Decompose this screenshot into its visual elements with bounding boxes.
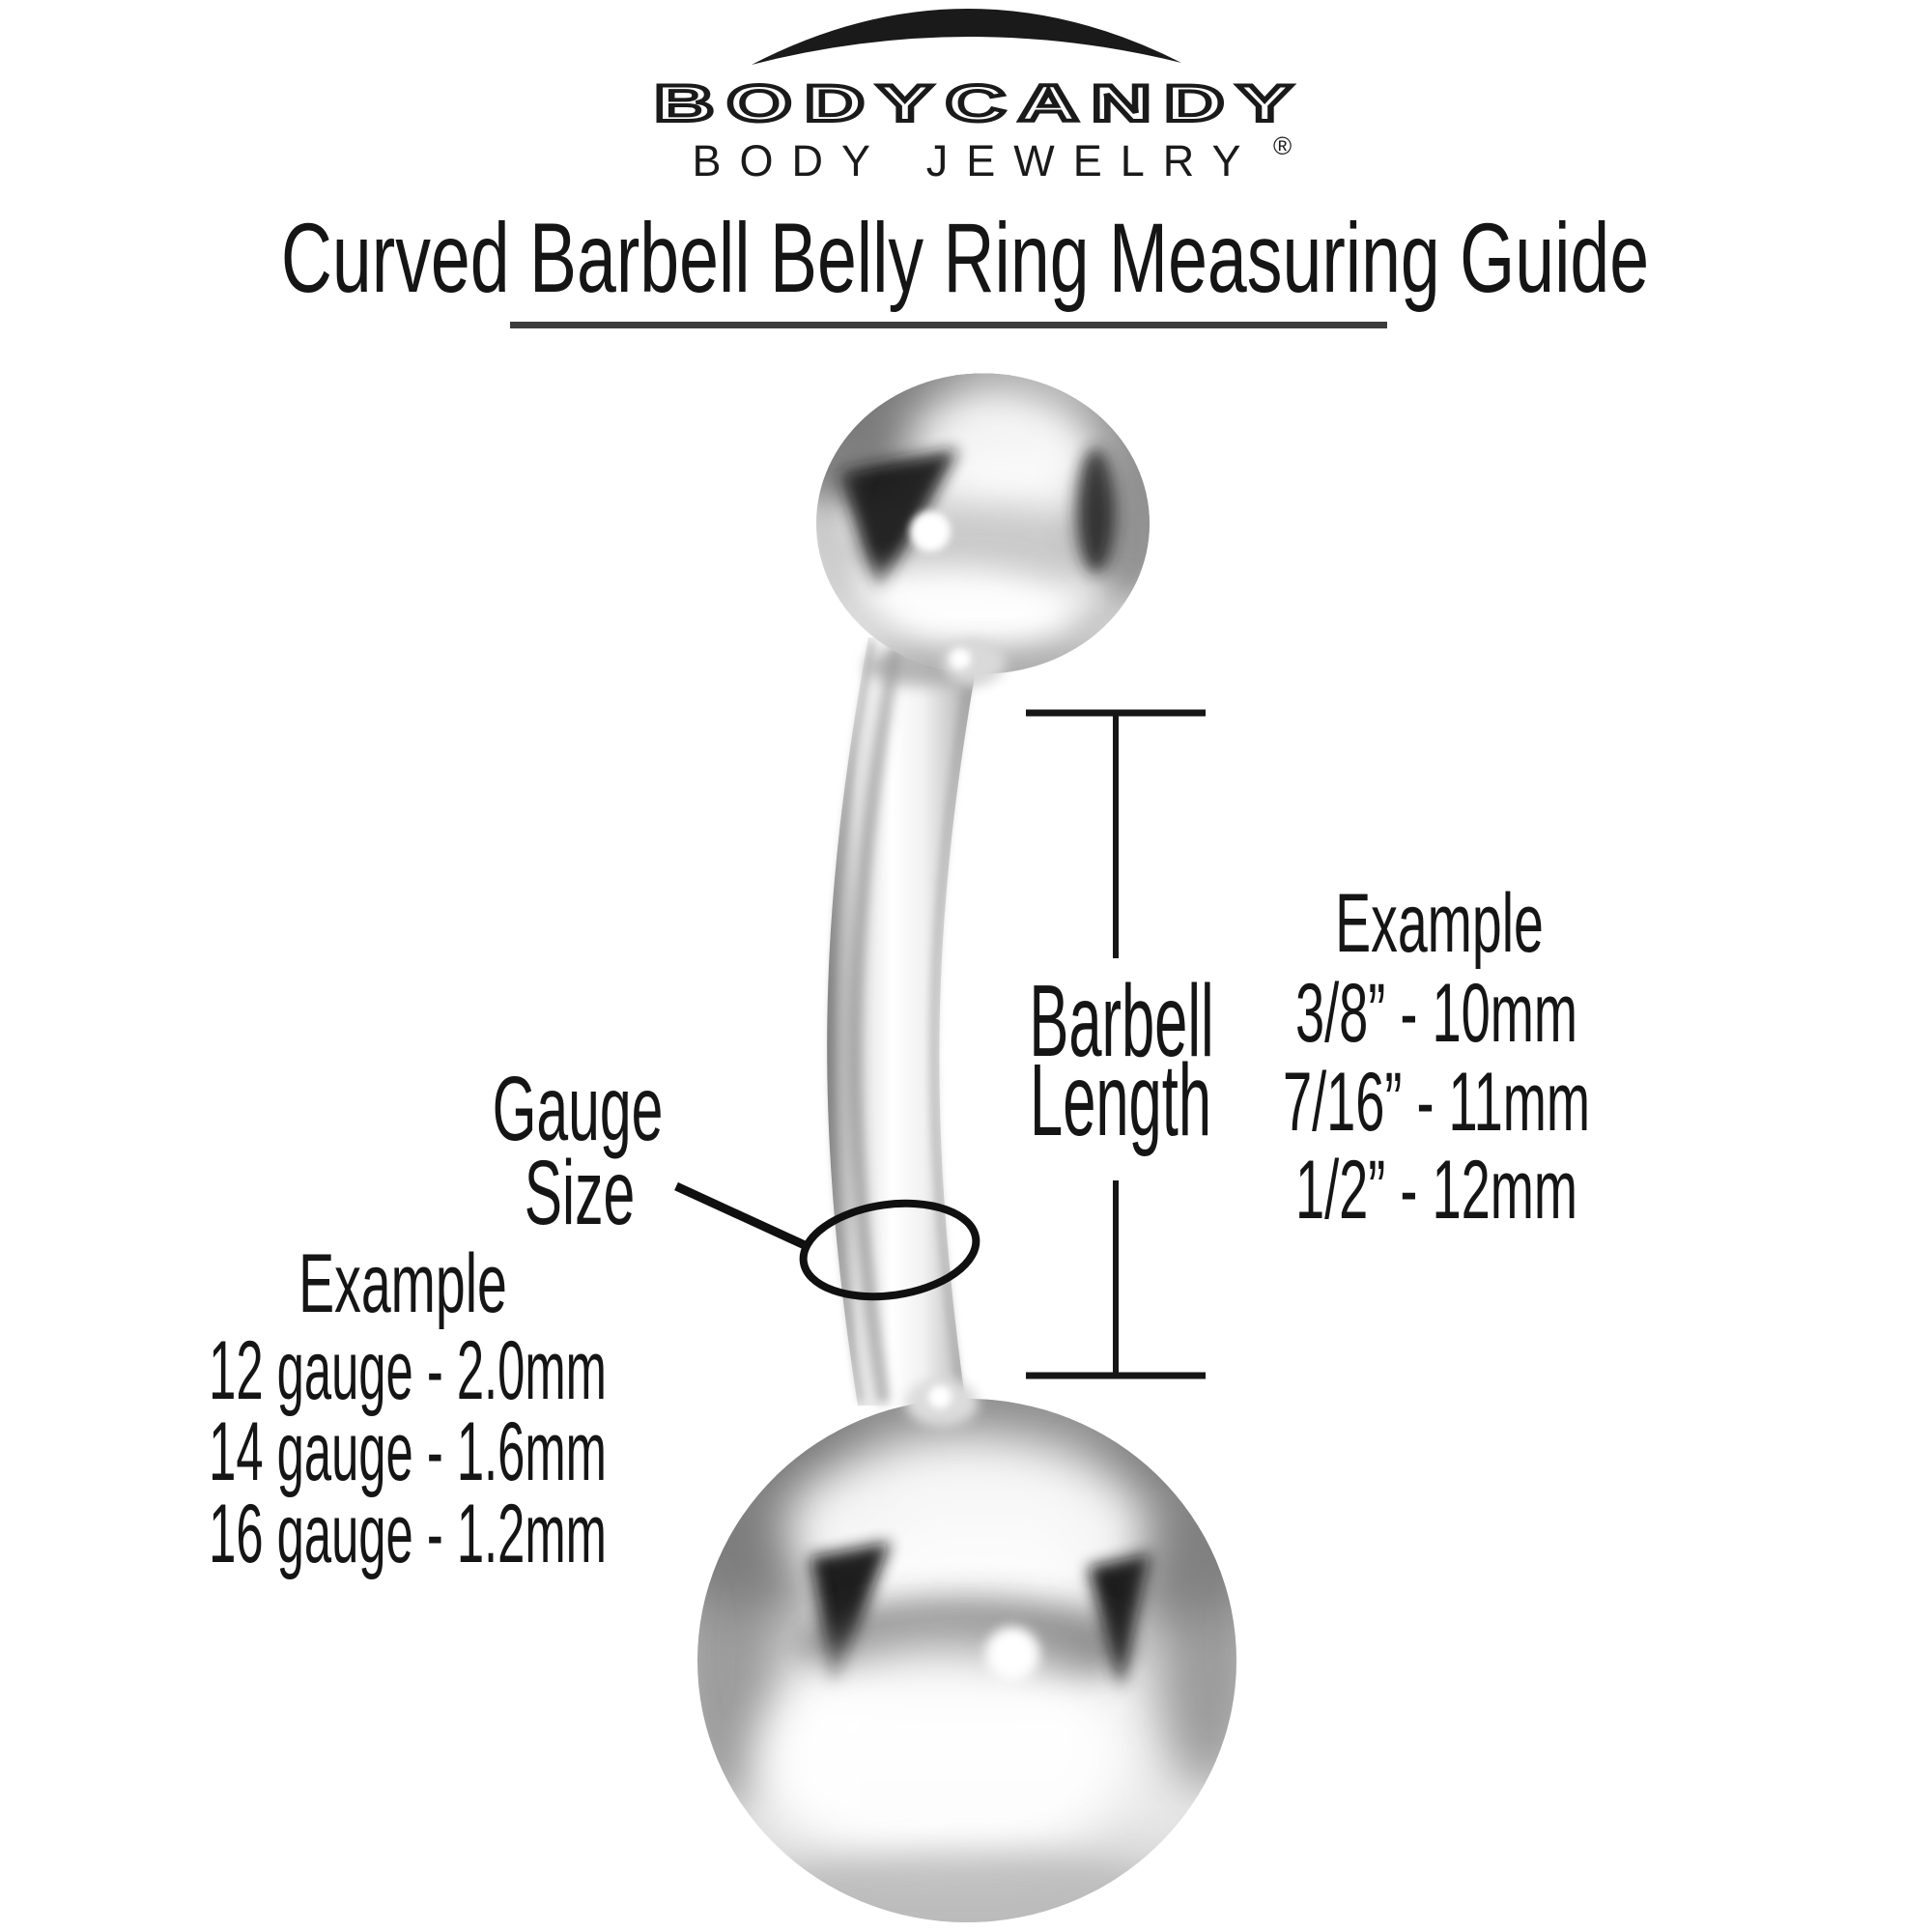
barbell-length-label-line1: Barbell [1029,965,1213,1078]
length-example-heading: Example [1335,877,1544,970]
barbell-top-ball [816,373,1150,686]
barbell-bottom-ball [697,1378,1236,1922]
gauge-example-size-3: 16 gauge - 1.2mm [209,1487,607,1579]
barbell-length-label-line2: Length [1030,1044,1211,1157]
gauge-example-heading: Example [298,1237,507,1330]
length-example-size-2: 7/16” - 11mm [1283,1056,1590,1149]
page-title: Curved Barbell Belly Ring Measuring Guid… [281,203,1649,313]
logo-tagline-text: BODY JEWELRY [693,136,1260,185]
gauge-label-line2: Size [525,1140,636,1243]
logo-brand-text: BODYCANDY [654,75,1305,132]
gauge-indicator-circle [799,1199,980,1301]
gauge-example-size-1: 12 gauge - 2.0mm [209,1323,607,1416]
gauge-pointer-line [674,1181,807,1250]
logo-swoosh-icon [752,8,1181,65]
length-example-size-1: 3/8” - 10mm [1295,967,1577,1060]
title-underline [510,322,1387,328]
registered-trademark-icon: ® [1273,131,1292,160]
length-example-size-3: 1/2” - 12mm [1295,1144,1577,1236]
barbell-length-measure [1026,709,1206,1379]
gauge-example-size-2: 14 gauge - 1.6mm [209,1405,607,1497]
gauge-label-line1: Gauge [493,1056,664,1159]
